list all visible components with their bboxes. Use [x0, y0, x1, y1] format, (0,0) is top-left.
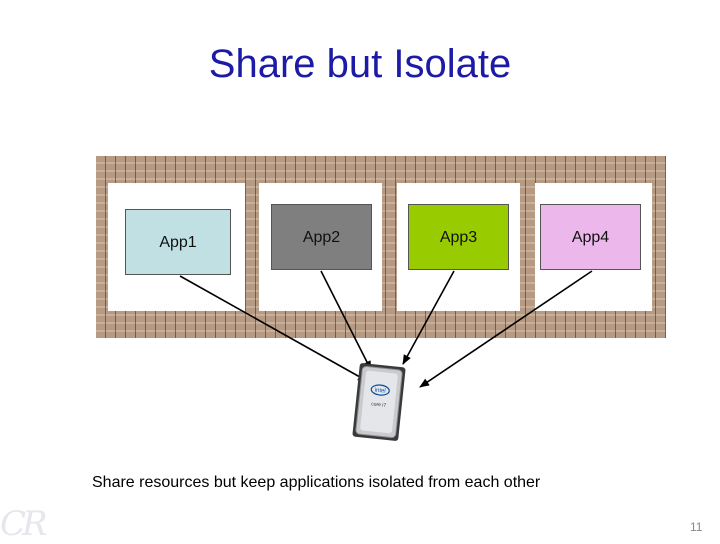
app4-label: App4	[571, 229, 610, 246]
arrow-app1-to-cpu	[179, 275, 368, 382]
app1-box: App1	[125, 209, 231, 275]
app3-label: App3	[439, 229, 478, 246]
chip-brand: intel	[374, 388, 386, 395]
page-number: 11	[690, 520, 703, 534]
app2-label: App2	[302, 229, 341, 246]
slide-caption: Share resources but keep applications is…	[92, 474, 541, 491]
app2-box: App2	[271, 204, 372, 270]
chip-model: core i7	[371, 401, 387, 409]
app3-box: App3	[408, 204, 509, 270]
app4-box: App4	[540, 204, 641, 270]
app1-label: App1	[159, 234, 197, 251]
cpu-chip-icon: intel core i7	[352, 363, 406, 441]
arrow-app4-to-cpu	[419, 270, 593, 388]
logo: CR	[0, 504, 48, 544]
arrow-app3-to-cpu	[402, 270, 455, 365]
slide-title: Share but Isolate	[208, 42, 512, 86]
arrow-app2-to-cpu	[320, 270, 372, 371]
